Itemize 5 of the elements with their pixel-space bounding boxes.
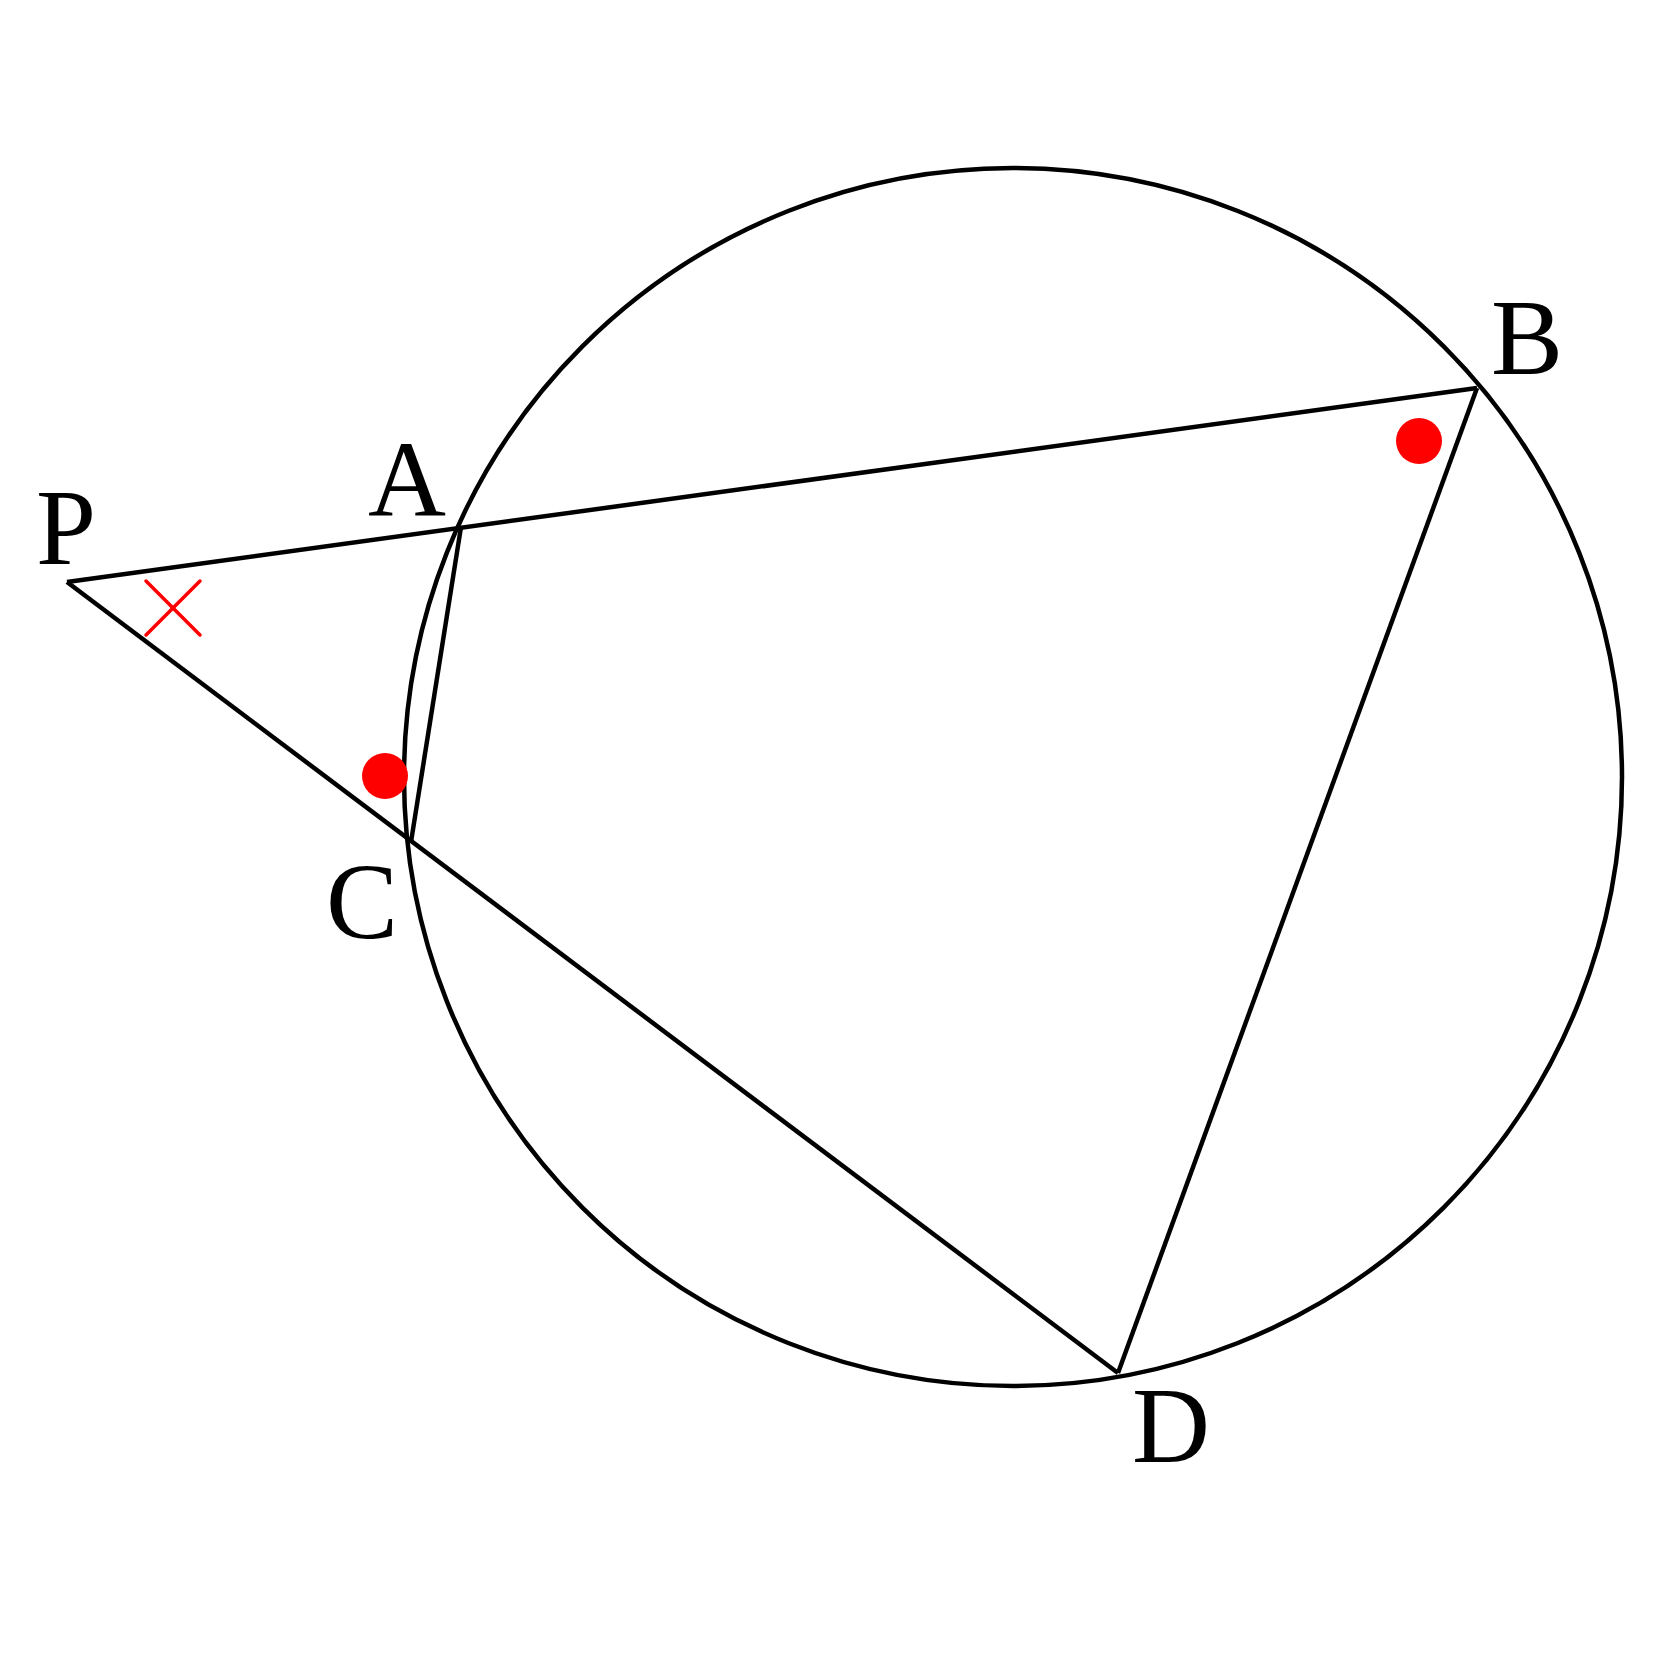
point-label: P <box>35 474 97 582</box>
point-label: A <box>368 426 446 534</box>
point-label: C <box>326 848 398 956</box>
point-label: D <box>1132 1372 1210 1480</box>
point-label: B <box>1491 284 1563 392</box>
